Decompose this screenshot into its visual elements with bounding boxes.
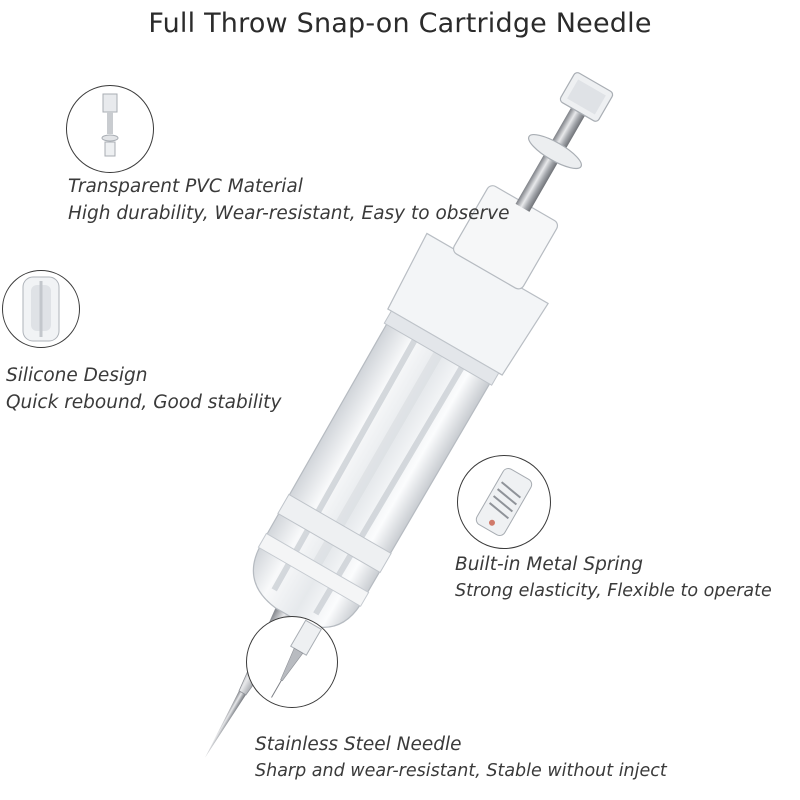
feature-pvc: Transparent PVC Material High durability… — [68, 173, 509, 227]
silicone-detail-circle — [2, 270, 80, 348]
page-title: Full Throw Snap-on Cartridge Needle — [148, 8, 652, 39]
feature-needle: Stainless Steel Needle Sharp and wear-re… — [255, 731, 667, 785]
feature-silicone: Silicone Design Quick rebound, Good stab… — [6, 362, 281, 416]
feature-description: Quick rebound, Good stability — [6, 392, 282, 413]
feature-description: High durability, Wear-resistant, Easy to… — [68, 203, 510, 224]
feature-description: Sharp and wear-resistant, Stable without… — [255, 761, 667, 781]
feature-title: Built-in Metal Spring — [455, 554, 644, 575]
needle-detail-circle — [246, 616, 338, 708]
feature-title: Stainless Steel Needle — [255, 734, 462, 755]
feature-title: Silicone Design — [6, 365, 148, 386]
feature-spring: Built-in Metal Spring Strong elasticity,… — [455, 551, 772, 605]
pvc-detail-circle — [66, 85, 154, 173]
feature-title: Transparent PVC Material — [68, 176, 303, 197]
spring-detail-circle — [457, 455, 551, 549]
feature-description: Strong elasticity, Flexible to operate — [455, 581, 772, 601]
